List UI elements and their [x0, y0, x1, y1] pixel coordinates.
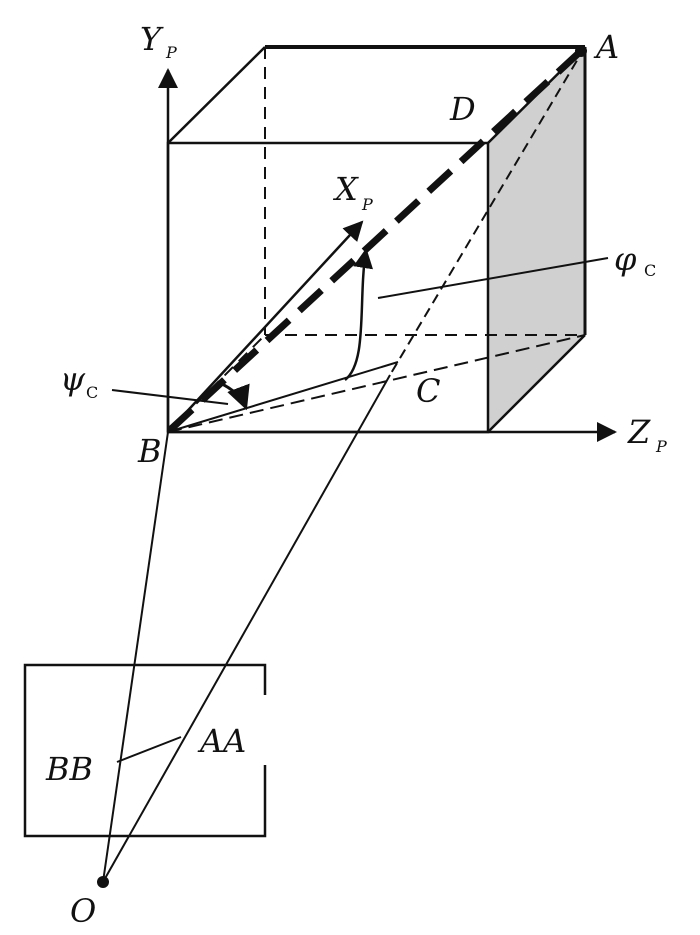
image-plane-frame [23, 663, 267, 838]
phi-angle-arc [344, 248, 374, 381]
image-point-bb-label: BB [45, 750, 93, 788]
point-b-label: B [137, 432, 162, 470]
point-o-dot [97, 876, 109, 888]
diagonal-b-to-a [167, 47, 585, 433]
phi-angle-label: φ [614, 240, 637, 278]
phi-angle-subscript: C [644, 261, 656, 280]
z-axis-label: Z [627, 413, 651, 451]
y-axis-label: Y [140, 20, 164, 58]
image-point-aa-label: AA [197, 722, 246, 760]
point-a-label: A [593, 28, 619, 66]
x-axis-label: X [332, 170, 359, 208]
line-b-to-c [167, 361, 399, 433]
cube-right-face-shaded [488, 47, 585, 432]
ray-c-to-o [102, 374, 391, 883]
z-axis-subscript: P [655, 437, 667, 456]
psi-angle-arc [217, 380, 250, 411]
x-axis [167, 220, 364, 433]
image-segment-bb-aa [116, 736, 182, 763]
point-c-label: C [416, 372, 440, 410]
y-axis-subscript: P [165, 43, 177, 62]
point-d-label: D [449, 90, 476, 128]
x-axis-subscript: P [361, 195, 373, 214]
psi-leader-line [111, 389, 229, 405]
psi-angle-subscript: C [86, 383, 98, 402]
psi-angle-label: ψ [60, 360, 86, 398]
phi-leader-line [377, 257, 609, 299]
projection-b-to-back-corner [167, 334, 586, 433]
ray-b-to-o [102, 431, 169, 883]
point-a-dot [575, 45, 587, 57]
point-o-label: O [70, 892, 96, 930]
